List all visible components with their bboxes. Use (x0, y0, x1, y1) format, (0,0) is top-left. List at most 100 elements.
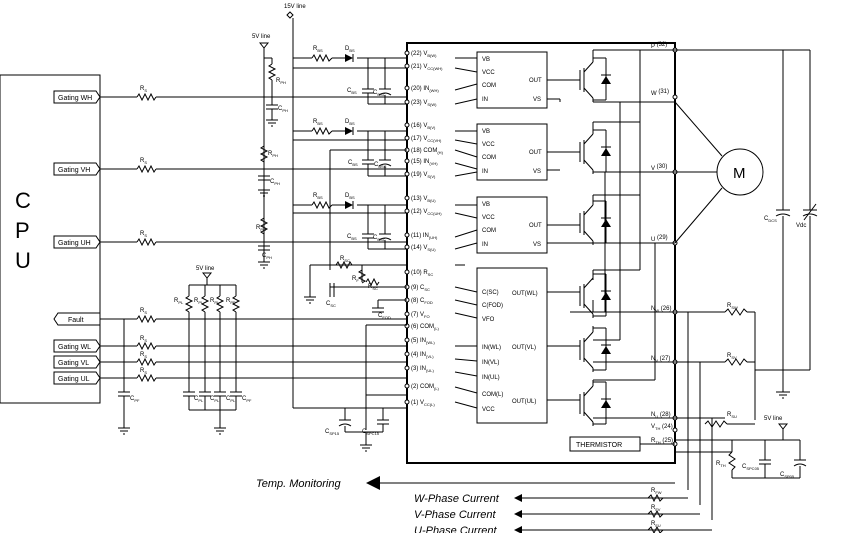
dbs-sub-1: BS (349, 48, 355, 53)
out-pin-0: P (32) (651, 42, 667, 50)
module-lv-pin-3: (7) VFO (411, 312, 430, 319)
dc-bus (675, 49, 818, 399)
sc-fod-network (304, 260, 407, 452)
svg-text:CPH: CPH (270, 179, 280, 186)
svg-text:CBS: CBS (348, 160, 358, 167)
rpl-label-3: R (210, 298, 215, 304)
rpl-sub-2: PL (198, 300, 204, 305)
rth-label: R (716, 461, 721, 467)
module-lv-pin-8: (2) COM(L) (411, 384, 440, 391)
rpl-label-1: R (174, 298, 179, 304)
rph-label-1: R (276, 78, 281, 84)
lv-left-3: IN(WL) (482, 345, 501, 351)
svg-text:RPH: RPH (268, 151, 278, 158)
svg-text:CSC: CSC (326, 301, 336, 308)
svg-text:RS: RS (140, 308, 147, 315)
lv-driver-pin-labels: C(SC)C(FOD)VFOIN(WL)IN(VL)IN(UL)COM(L)VC… (482, 290, 538, 413)
hv-0-vcc: VCC (482, 70, 495, 76)
module-pin-1: (21) VCC(WH) (411, 64, 443, 71)
svg-text:CDCS: CDCS (764, 216, 777, 223)
svg-text:RS: RS (140, 352, 147, 359)
cbs-sub-1: BS (351, 90, 357, 95)
module-pin-9: (13) VB(U) (411, 196, 436, 203)
svg-text:CBSC: CBSC (373, 90, 386, 97)
module-pin-0: (22) VB(W) (411, 51, 437, 58)
cdcs-label: C (764, 216, 769, 222)
cpu-block: C P U (0, 74, 101, 404)
cph-label-3: C (262, 253, 267, 259)
rbs-label-1: R (313, 46, 318, 52)
module-output-pins: P (32)W (31)V (30)U (29)NW (26)NV (27)NU… (651, 42, 678, 447)
svg-text:CSP15: CSP15 (325, 429, 340, 436)
rail-5v-low: 5V line (118, 266, 242, 435)
svg-text:RPL: RPL (174, 298, 184, 305)
cfod-sub: FOD (382, 315, 391, 320)
hv-2-com: COM (482, 228, 496, 234)
svg-text:DBS: DBS (345, 46, 355, 53)
rs-sub-2: S (144, 160, 147, 165)
svg-text:CBSC: CBSC (373, 235, 386, 242)
shunt-resistors (675, 308, 756, 520)
lv-left-2: VFO (482, 317, 495, 323)
rfu-label: R (651, 521, 656, 527)
rpf-sub: PF (230, 300, 236, 305)
rail-5v-right: 5V line (675, 416, 807, 479)
lv-left-4: IN(VL) (482, 360, 499, 366)
svg-text:RS: RS (140, 158, 147, 165)
lv-right-0: OUT(WL) (512, 291, 538, 297)
svg-text:CSP05: CSP05 (780, 472, 795, 479)
hv-2-in: IN (482, 242, 488, 248)
cpl-label-1: C (194, 396, 199, 402)
hv-0-vb: VB (482, 57, 490, 63)
module-pin-12: (14) VS(U) (411, 245, 436, 252)
rsc-sub: SC (344, 258, 350, 263)
lv-left-6: COM(L) (482, 392, 503, 398)
rsc-label: R (340, 256, 345, 262)
svg-text:RS: RS (140, 368, 147, 375)
lv-left-1: C(FOD) (482, 303, 503, 309)
lv-left-5: IN(UL) (482, 375, 500, 381)
svg-text:RS: RS (140, 231, 147, 238)
out-pin-6: NU (28) (651, 412, 671, 419)
rs-sub-4: S (144, 310, 147, 315)
cph-label-2: C (270, 179, 275, 185)
module-pin-6: (18) COM(H) (411, 148, 444, 155)
svg-text:CPH: CPH (262, 253, 272, 260)
hv-driver-pin-labels: VBVCCCOMINOUTVSVBVCCCOMINOUTVSVBVCCCOMIN… (482, 57, 542, 248)
rsv-label: R (727, 353, 732, 359)
hv-1-vb: VB (482, 129, 490, 135)
igbt-switches (579, 56, 611, 426)
module-lv-pins: (10) RSC(9) CSC(8) CFOD(7) VFO(6) COM(L)… (404, 269, 440, 407)
rfw-label: R (651, 488, 656, 494)
rfw-sub: FW (655, 490, 661, 495)
out-pin-8: RTH (25) (651, 438, 673, 445)
cfod-label: C (378, 313, 383, 319)
rs-sub-7: S (144, 370, 147, 375)
rbs-label-2: R (313, 119, 318, 125)
svg-text:RPL: RPL (194, 298, 204, 305)
svg-text:RPF: RPF (226, 298, 236, 305)
svg-text:RPH: RPH (276, 78, 286, 85)
w-phase-current-label: W-Phase Current (414, 493, 500, 505)
rpl-sub-1: PL (178, 300, 184, 305)
bootstrap-caps (329, 58, 407, 270)
cspc15-sub: SPC15 (366, 431, 379, 436)
hv-1-vcc: VCC (482, 142, 495, 148)
module-lv-pin-2: (8) CFOD (411, 298, 433, 305)
svg-text:RFW: RFW (651, 488, 662, 495)
module-pin-4: (16) VB(V) (411, 123, 436, 130)
cpu-letter-c: C (15, 188, 31, 213)
cpf-label: C (242, 396, 247, 402)
svg-text:RF: RF (352, 276, 359, 283)
svg-text:RS: RS (140, 336, 147, 343)
hv-0-in: IN (482, 97, 488, 103)
cph-label-1: C (278, 106, 283, 112)
rph-sub-2: PH (272, 153, 278, 158)
rsc-sub-2: SC (372, 286, 378, 291)
rfv-label: R (651, 505, 656, 511)
hv-2-vb: VB (482, 202, 490, 208)
dbs-label-3: D (345, 193, 350, 199)
svg-text:CSPC15: CSPC15 (362, 429, 380, 436)
